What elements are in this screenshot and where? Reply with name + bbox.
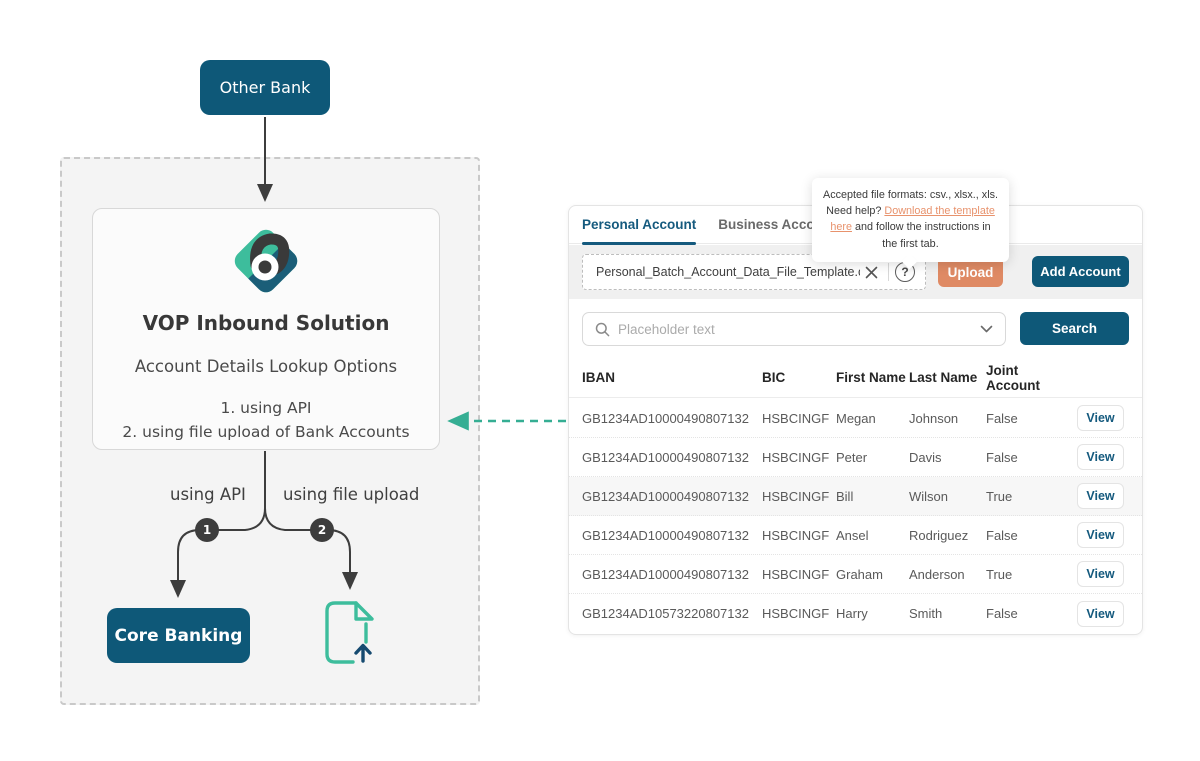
- table-row: GB1234AD10000490807132 HSBCINGF Graham A…: [569, 555, 1142, 594]
- cell-first-name: Harry: [836, 606, 868, 621]
- file-upload-icon: [322, 598, 380, 671]
- solution-title: VOP Inbound Solution: [142, 311, 390, 335]
- cell-first-name: Ansel: [836, 527, 869, 543]
- view-button[interactable]: View: [1077, 522, 1124, 548]
- header-last-name: Last Name: [909, 370, 978, 385]
- table-row: GB1234AD10000490807132 HSBCINGF Megan Jo…: [569, 399, 1142, 438]
- vop-logo-icon: [230, 225, 302, 301]
- cell-last-name: Wilson: [909, 488, 949, 504]
- cell-bic: HSBCINGF: [762, 606, 830, 621]
- tab-personal-account-label: Personal Account: [582, 217, 697, 232]
- table-row: GB1234AD10000490807132 HSBCINGF Ansel Ro…: [569, 516, 1142, 555]
- solution-option-1: 1. using API: [220, 399, 312, 417]
- cell-joint-account: False: [986, 410, 1018, 426]
- table-row: GB1234AD10000490807132 HSBCINGF Peter Da…: [569, 438, 1142, 477]
- tooltip-text-before: Accepted file formats: csv., xlsx., xls.…: [823, 189, 998, 218]
- clear-file-icon[interactable]: [860, 261, 882, 283]
- divider: [888, 263, 889, 281]
- upload-button[interactable]: Upload: [938, 257, 1003, 287]
- header-joint-account: Joint Account: [986, 362, 1040, 393]
- view-button[interactable]: View: [1077, 561, 1124, 587]
- cell-iban: GB1234AD10000490807132: [582, 449, 749, 465]
- header-iban: IBAN: [582, 370, 615, 385]
- cell-last-name: Rodriguez: [909, 527, 969, 543]
- branch-label-file-upload: using file upload: [283, 485, 420, 504]
- table-body: GB1234AD10000490807132 HSBCINGF Megan Jo…: [569, 399, 1142, 633]
- header-bic: BIC: [762, 370, 786, 385]
- cell-first-name: Megan: [836, 410, 876, 426]
- table-row: GB1234AD10000490807132 HSBCINGF Bill Wil…: [569, 477, 1142, 516]
- search-input[interactable]: Placeholder text: [582, 312, 1006, 346]
- tab-business-account[interactable]: Business Account: [718, 206, 835, 244]
- cell-joint-account: False: [986, 606, 1018, 621]
- chevron-down-icon[interactable]: [980, 325, 993, 333]
- search-placeholder: Placeholder text: [618, 321, 715, 337]
- search-button[interactable]: Search: [1020, 312, 1129, 345]
- cell-joint-account: True: [986, 488, 1013, 504]
- cell-bic: HSBCINGF: [762, 527, 830, 543]
- search-icon: [595, 322, 610, 336]
- cell-bic: HSBCINGF: [762, 566, 830, 582]
- cell-joint-account: True: [986, 566, 1013, 582]
- solution-box: VOP Inbound Solution Account Details Loo…: [92, 208, 440, 450]
- cell-first-name: Graham: [836, 566, 883, 582]
- solution-option-2: 2. using file upload of Bank Accounts: [122, 423, 410, 442]
- tooltip-text-after: and follow the instructions in the first…: [851, 221, 991, 250]
- cell-joint-account: False: [986, 527, 1018, 543]
- cell-iban: GB1234AD10000490807132: [582, 410, 749, 426]
- cell-bic: HSBCINGF: [762, 488, 830, 504]
- badge-2: 2: [310, 518, 334, 542]
- view-button[interactable]: View: [1077, 600, 1124, 627]
- view-button[interactable]: View: [1077, 483, 1124, 509]
- cell-joint-account: False: [986, 449, 1018, 465]
- cell-iban: GB1234AD10573220807132: [582, 606, 749, 621]
- cell-last-name: Davis: [909, 449, 942, 465]
- download-template-link[interactable]: Download the template here: [830, 205, 995, 234]
- cell-iban: GB1234AD10000490807132: [582, 488, 749, 504]
- account-panel: Personal Account Business Account Person…: [568, 205, 1143, 635]
- core-banking-label: Core Banking: [114, 625, 243, 646]
- selected-file-name: Personal_Batch_Account_Data_File_Templat…: [596, 265, 860, 279]
- cell-last-name: Smith: [909, 606, 943, 621]
- cell-last-name: Anderson: [909, 566, 965, 582]
- search-section: Placeholder text Search: [569, 312, 1142, 346]
- cell-bic: HSBCINGF: [762, 410, 830, 426]
- cell-last-name: Johnson: [909, 410, 959, 426]
- solution-subtitle: Account Details Lookup Options: [134, 357, 398, 376]
- cell-iban: GB1234AD10000490807132: [582, 527, 749, 543]
- core-banking-node: Core Banking: [107, 608, 250, 663]
- view-button[interactable]: View: [1077, 405, 1124, 431]
- branch-label-api: using API: [170, 485, 246, 504]
- cell-first-name: Peter: [836, 449, 868, 465]
- cell-iban: GB1234AD10000490807132: [582, 566, 749, 582]
- other-bank-node: Other Bank: [200, 60, 330, 115]
- other-bank-label: Other Bank: [219, 78, 311, 97]
- help-tooltip: Accepted file formats: csv., xlsx., xls.…: [812, 178, 1009, 270]
- cell-first-name: Bill: [836, 488, 854, 504]
- add-account-button[interactable]: Add Account: [1032, 256, 1129, 287]
- view-button[interactable]: View: [1077, 444, 1124, 470]
- tab-business-account-label: Business Account: [718, 217, 836, 232]
- table-header: IBAN BIC First Name Last Name Joint Acco…: [569, 358, 1142, 398]
- tab-personal-account[interactable]: Personal Account: [582, 206, 697, 245]
- cell-bic: HSBCINGF: [762, 449, 830, 465]
- header-first-name: First Name: [836, 370, 906, 385]
- table-row: GB1234AD10573220807132 HSBCINGF Harry Sm…: [569, 594, 1142, 633]
- badge-1: 1: [195, 518, 219, 542]
